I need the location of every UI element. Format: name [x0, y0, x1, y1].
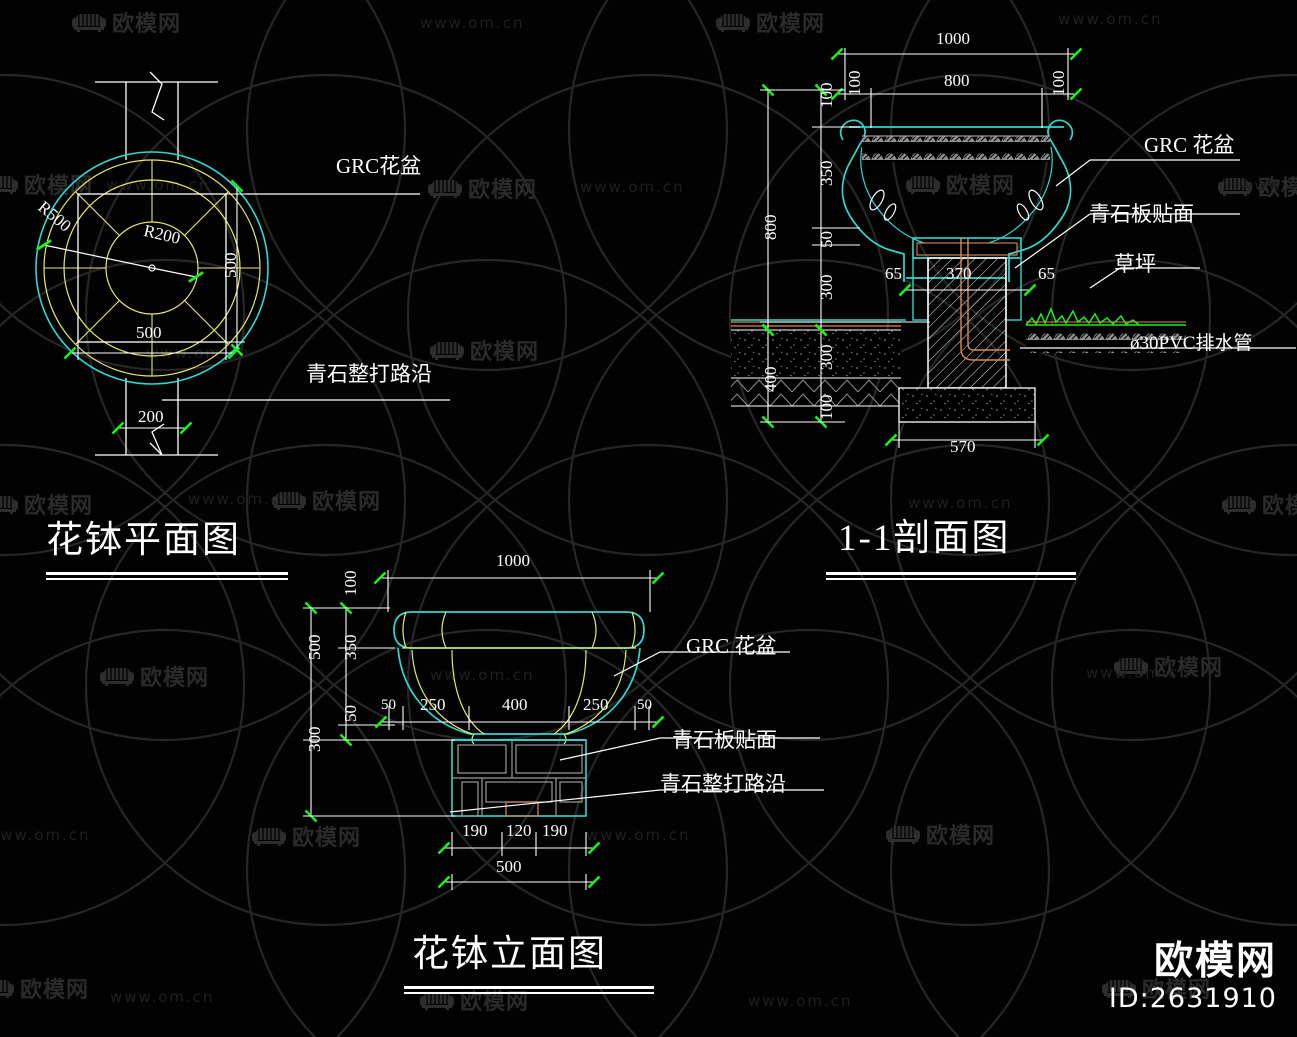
section-lawn-symbol: [1025, 307, 1186, 326]
elevation-view-title: 花钵立面图: [412, 934, 607, 975]
elevation-dim-total-width: 1000: [496, 551, 530, 570]
brand-name: 欧模网: [1153, 938, 1277, 984]
section-label-grc-pot: GRC 花盆: [1144, 133, 1235, 157]
section-label-bluestone-veneer: 青石板贴面: [1089, 202, 1194, 226]
brand-block: 欧模网 ID:2631910: [1108, 938, 1277, 1015]
elevation-dim-base-190-left: 190: [462, 821, 488, 840]
elevation-pot-inner-lines: [402, 611, 636, 745]
elevation-title-underline: [404, 986, 654, 994]
elevation-dim-seg-50-right: 50: [637, 697, 652, 713]
elevation-label-bluestone-curb: 青石整打路沿: [660, 772, 786, 796]
section-title-underline: [826, 572, 1076, 580]
plan-dim-width-500: 500: [136, 323, 162, 342]
section-view-title: 1-1剖面图: [838, 518, 1011, 559]
section-dim-bowl-width: 800: [944, 71, 970, 90]
section-view: [731, 47, 1296, 448]
plan-dim-curb-200: 200: [138, 407, 164, 426]
plan-label-bluestone-curb: 青石整打路沿: [306, 362, 432, 386]
section-dim-right-lip: 100: [1049, 70, 1068, 97]
section-dim-total-height: 800: [761, 214, 780, 241]
plan-view: [35, 71, 450, 456]
plan-view-title: 花钵平面图: [46, 520, 241, 561]
elevation-dim-base-190-right: 190: [542, 821, 568, 840]
section-dim-total-width: 1000: [936, 29, 970, 48]
section-dim-veneer-left: 65: [885, 264, 902, 283]
elevation-pot-outline: [393, 611, 645, 741]
elevation-dim-rim-height: 100: [341, 570, 360, 597]
section-dim-bowl-height: 350: [817, 160, 836, 187]
section-dim-footing-width: 570: [950, 437, 976, 456]
section-dim-base-depth: 300: [817, 344, 836, 371]
section-dim-core-width: 370: [946, 264, 972, 283]
section-dim-ground-total: 400: [761, 366, 780, 393]
section-label-pvc-drain: ø30PVC排水管: [1130, 333, 1253, 354]
elevation-label-grc-pot: GRC 花盆: [686, 634, 777, 658]
section-dim-neck-height: 50: [817, 231, 836, 248]
section-dim-veneer-right: 65: [1038, 264, 1055, 283]
brand-id: ID:2631910: [1108, 982, 1277, 1014]
section-dim-rim-height: 100: [817, 82, 836, 109]
section-dim-pedestal-height: 300: [817, 274, 836, 301]
plan-dim-height-500: 500: [221, 252, 240, 279]
elevation-dimension-lines: [303, 570, 665, 890]
elevation-dim-seg-250-right: 250: [583, 695, 609, 714]
elevation-label-bluestone-veneer: 青石板贴面: [672, 728, 777, 752]
elevation-dim-base-120: 120: [506, 821, 532, 840]
plan-title-underline: [46, 572, 288, 580]
elevation-dim-seg-50-left: 50: [381, 697, 396, 713]
elevation-dim-seg-250-left: 250: [420, 695, 446, 714]
elevation-dim-base-total: 500: [496, 857, 522, 876]
section-label-lawn: 草坪: [1114, 252, 1156, 276]
elevation-dim-seg-400: 400: [502, 695, 528, 714]
plan-radius-leaders: [36, 239, 204, 283]
elevation-dim-upper-total: 500: [305, 634, 324, 661]
elevation-dim-bowl-height: 350: [341, 634, 360, 661]
section-dim-left-lip: 100: [845, 70, 864, 97]
elevation-dim-pedestal-height: 300: [305, 726, 324, 753]
plan-curb-lines: [95, 71, 218, 456]
section-pot-fill: [862, 136, 1050, 162]
plan-label-grc-pot: GRC花盆: [336, 154, 422, 178]
elevation-dim-neck-height: 50: [341, 705, 360, 722]
section-dim-footing-depth: 100: [817, 394, 836, 421]
